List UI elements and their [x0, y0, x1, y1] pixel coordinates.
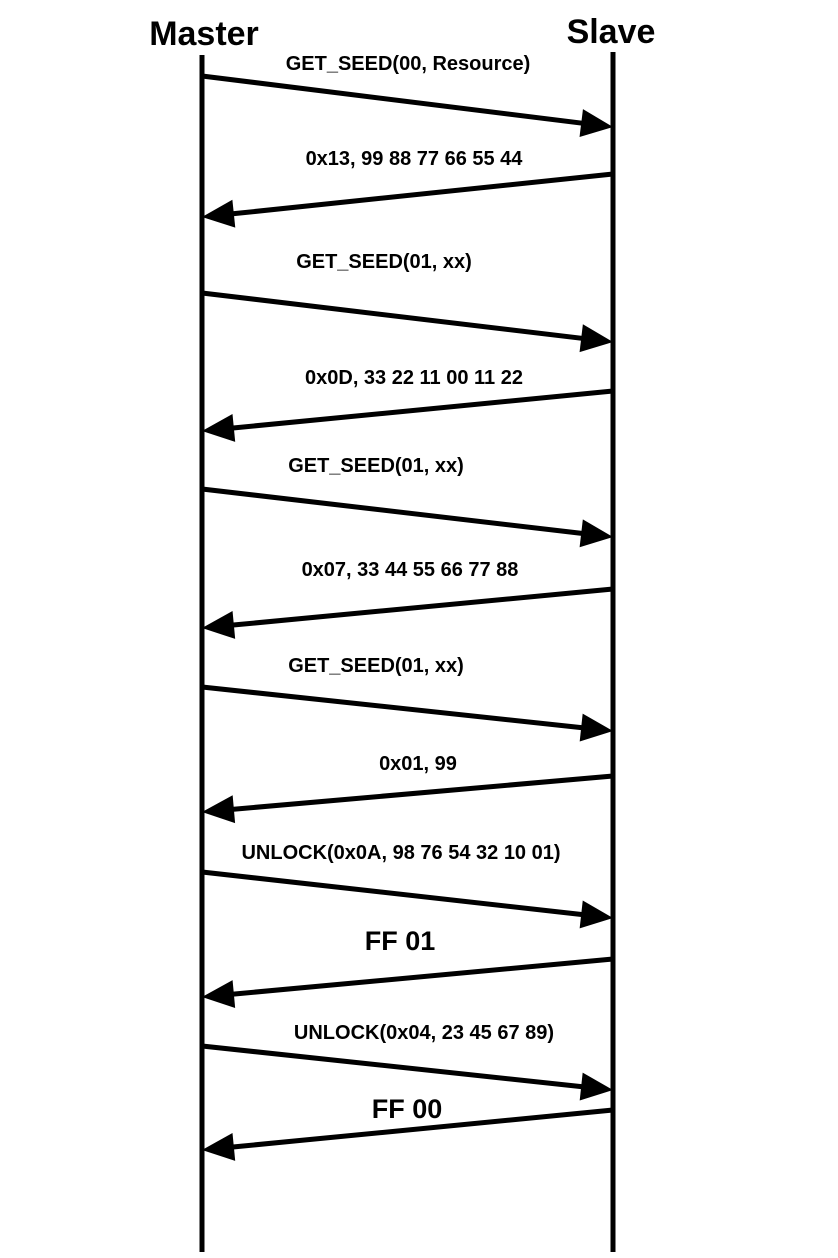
message-arrow-2 [202, 171, 614, 228]
message-label-6: 0x07, 33 44 55 66 77 88 [302, 559, 519, 581]
participant-title-master: Master [149, 15, 259, 53]
message-label-2: 0x13, 99 88 77 66 55 44 [306, 148, 524, 170]
message-line-11 [201, 1043, 588, 1090]
participant-title-slave: Slave [567, 13, 656, 51]
message-line-4 [227, 388, 614, 431]
message-label-10: FF 01 [365, 926, 436, 956]
message-line-5 [201, 486, 588, 537]
arrowhead-right-11 [579, 1072, 613, 1101]
message-line-1 [201, 73, 588, 127]
arrowhead-right-1 [579, 109, 613, 137]
message-line-3 [201, 290, 588, 342]
message-arrow-11 [201, 1043, 613, 1101]
message-arrow-1 [201, 73, 613, 137]
message-arrow-6 [202, 586, 614, 639]
arrowhead-right-9 [579, 900, 613, 929]
message-arrow-4 [202, 388, 614, 442]
lifelines-group [199, 52, 616, 1252]
message-arrow-7 [201, 684, 613, 742]
message-label-8: 0x01, 99 [379, 753, 457, 775]
message-label-4: 0x0D, 33 22 11 00 11 22 [305, 367, 523, 389]
message-label-11: UNLOCK(0x04, 23 45 67 89) [294, 1022, 554, 1044]
message-arrow-3 [201, 290, 613, 353]
message-label-1: GET_SEED(00, Resource) [286, 53, 531, 75]
message-label-5: GET_SEED(01, xx) [288, 455, 464, 477]
message-label-12: FF 00 [372, 1094, 443, 1124]
labels-group: GET_SEED(00, Resource) 0x13, 99 88 77 66 … [241, 53, 560, 1124]
message-label-9: UNLOCK(0x0A, 98 76 54 32 10 01) [241, 842, 560, 864]
message-line-10 [227, 956, 614, 998]
arrowhead-right-3 [579, 324, 613, 353]
message-arrow-5 [201, 486, 613, 548]
message-label-3: GET_SEED(01, xx) [296, 251, 472, 273]
message-arrow-9 [201, 869, 613, 929]
arrowhead-left-10 [202, 980, 236, 1008]
message-arrow-10 [202, 956, 614, 1008]
message-line-12 [227, 1107, 614, 1150]
message-arrow-12 [202, 1107, 614, 1161]
message-line-7 [201, 684, 588, 731]
message-arrow-8 [202, 773, 614, 824]
message-line-6 [227, 586, 614, 629]
messages-group [201, 73, 614, 1161]
arrowhead-left-8 [202, 795, 236, 824]
participant-titles-group: Master Slave [149, 13, 655, 53]
message-line-2 [227, 171, 614, 217]
arrowhead-right-7 [579, 713, 613, 742]
arrowhead-left-2 [202, 199, 236, 228]
message-line-8 [227, 773, 614, 813]
arrowhead-left-6 [202, 611, 236, 639]
message-line-9 [201, 869, 588, 918]
arrowhead-left-4 [202, 413, 236, 442]
arrowhead-left-12 [202, 1132, 236, 1161]
message-label-7: GET_SEED(01, xx) [288, 655, 464, 677]
arrowhead-right-5 [579, 519, 613, 548]
